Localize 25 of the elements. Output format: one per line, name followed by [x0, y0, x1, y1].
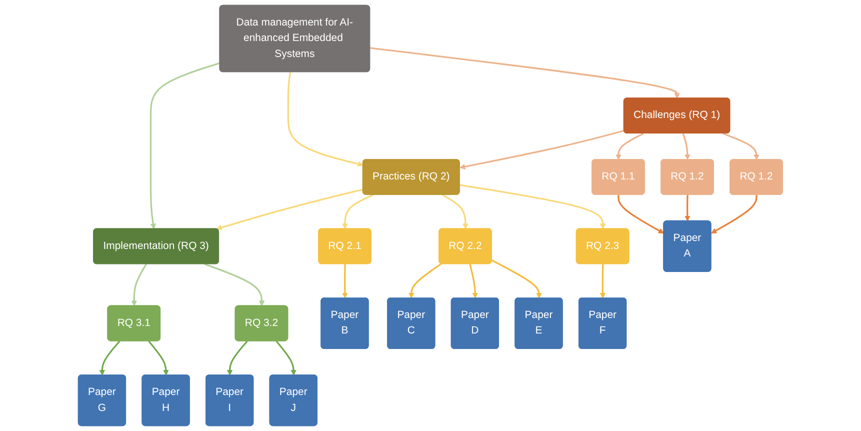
arrow [469, 264, 478, 298]
arrow [618, 194, 664, 234]
arrow [616, 132, 644, 160]
arrow [150, 62, 220, 230]
arrow [600, 264, 606, 298]
arrow [722, 132, 760, 160]
arrow [342, 264, 348, 298]
arrow [148, 340, 169, 376]
arrow [711, 194, 758, 234]
arrow [99, 340, 120, 376]
arrow [216, 188, 364, 230]
arrow [492, 260, 542, 298]
arrow [276, 340, 297, 376]
arrow [460, 130, 624, 170]
arrow [682, 133, 690, 160]
arrow [684, 194, 690, 222]
arrow [287, 72, 364, 167]
arrow [408, 263, 442, 298]
arrow [131, 264, 148, 306]
arrow [442, 194, 468, 230]
arrow [342, 194, 374, 230]
arrow [460, 184, 606, 230]
arrow [227, 340, 248, 376]
arrow [204, 263, 265, 306]
arrow [370, 47, 680, 99]
